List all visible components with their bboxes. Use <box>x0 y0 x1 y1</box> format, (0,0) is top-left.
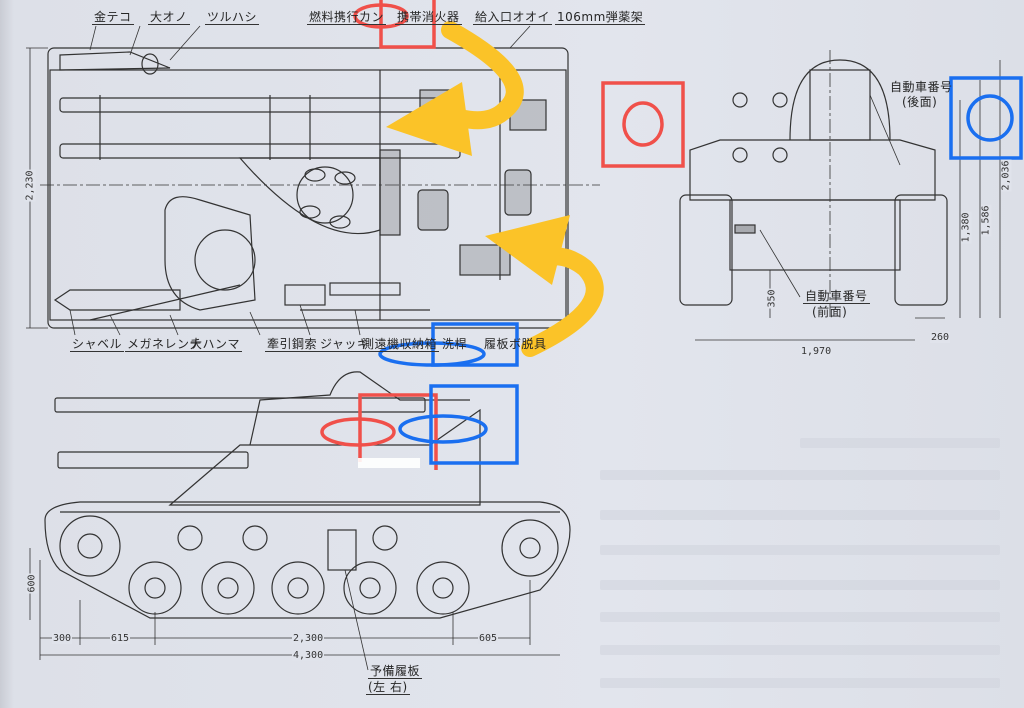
label-fire-extinguisher: 携帯消火器 <box>395 10 462 25</box>
label-rangefinder-box: 測遠機収納箱 <box>360 337 440 352</box>
label-filler-cover: 給入口オオイ <box>473 10 553 25</box>
dim-wheelbase: 2,300 <box>292 633 325 644</box>
label-front-plate: 自動車番号 <box>803 289 870 304</box>
red-ellipse-side <box>320 417 396 447</box>
dim-front-wheel: 615 <box>110 633 131 644</box>
dim-top-width: 2,230 <box>24 169 36 202</box>
dim-overall-height: 2,036 <box>1000 159 1012 192</box>
red-circle-rear-view <box>622 101 664 147</box>
label-fuel-can: 燃料携行カン <box>307 10 387 25</box>
label-rear-plate: 自動車番号 <box>890 80 953 94</box>
label-front-plate-sub: (前面) <box>812 305 848 319</box>
blue-ellipse-side <box>398 414 488 444</box>
label-spare-track-sub: (左 右) <box>366 680 410 695</box>
blue-rect-bottom-label <box>431 322 519 367</box>
dim-rear: 605 <box>478 633 499 644</box>
dim-hull-height: 1,380 <box>960 211 972 244</box>
label-track-tool: 履板ボ脱具 <box>484 337 547 351</box>
bleed-through-text <box>600 545 1000 555</box>
label-kanateko: 金テコ <box>92 10 134 25</box>
red-rect-top <box>379 0 436 49</box>
bleed-through-text <box>600 580 1000 590</box>
label-tsuruhashi: ツルハシ <box>205 10 260 25</box>
dim-gun-height: 1,586 <box>980 204 992 237</box>
yellow-arrows <box>386 21 604 357</box>
label-sledgehammer: 大ハンマ <box>188 337 243 352</box>
label-spare-track: 予備履板 <box>368 664 423 679</box>
bleed-through-text <box>600 645 1000 655</box>
bleed-through-text <box>600 612 1000 622</box>
label-cleaning-rod: 洗桿 <box>442 337 468 351</box>
bleed-through-text <box>800 438 1000 448</box>
yellow-arrowhead-bottom <box>485 215 570 285</box>
label-box-wrench: メガネレンチ <box>125 337 205 352</box>
dim-track-width: 260 <box>930 332 951 343</box>
red-rect-rear-view <box>601 81 685 168</box>
dim-overall-length: 4,300 <box>292 650 325 661</box>
label-rear-plate-sub: (後面) <box>902 95 938 109</box>
dim-height-ref: 600 <box>26 573 38 594</box>
side-view <box>29 371 571 671</box>
dim-ground-clearance: 350 <box>766 288 778 309</box>
dim-front: 300 <box>52 633 73 644</box>
annotation-overlay <box>320 0 1023 470</box>
yellow-arrow-bottom <box>521 247 604 357</box>
bleed-through-text <box>600 470 1000 480</box>
label-oono: 大オノ <box>148 10 190 25</box>
yellow-arrowhead-top <box>386 82 472 156</box>
blue-circle-rear-view <box>966 94 1014 142</box>
bleed-through-text <box>600 510 1000 520</box>
label-jack: ジャッキ <box>318 337 372 352</box>
label-ammo-rack: 106mm弾薬架 <box>555 10 646 25</box>
yellow-arrow-top <box>441 21 524 130</box>
blue-rect-rear-view <box>949 76 1023 160</box>
blue-rect-side <box>429 384 519 465</box>
label-tow-cable: 牽引鋼索 <box>265 337 320 352</box>
red-rect-side <box>358 393 438 470</box>
dim-rear-width: 1,970 <box>800 346 833 357</box>
bleed-through-text <box>600 678 1000 688</box>
label-shovel: シャベル <box>70 337 125 352</box>
